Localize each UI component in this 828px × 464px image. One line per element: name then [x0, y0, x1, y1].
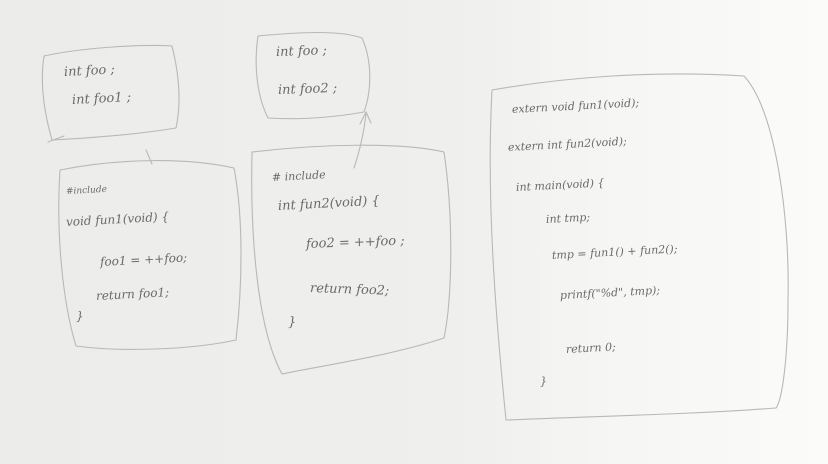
- box-b-outline: [255, 31, 371, 120]
- box-a-line-2: int foo1 ;: [71, 89, 132, 108]
- box-e-outline: [489, 73, 789, 421]
- box-c-outline: [58, 160, 242, 350]
- box-e-line-4: int tmp;: [545, 210, 591, 226]
- box-a-line-1: int foo ;: [63, 62, 116, 80]
- box-d-outline: [251, 144, 452, 375]
- box-d-line-4: }: [288, 315, 297, 330]
- box-c-line-3: return foo1;: [95, 285, 170, 303]
- box-d-line-2: foo2 = ++foo ;: [305, 233, 405, 252]
- box-b-line-2: int foo2 ;: [277, 80, 338, 98]
- box-a-outline: [41, 44, 180, 141]
- box-e-line-7: return 0;: [565, 340, 617, 356]
- box-c-line-4: }: [76, 309, 84, 323]
- box-e-line-8: }: [540, 375, 547, 388]
- box-d-line-3: return foo2;: [309, 281, 390, 299]
- include-arrow: [353, 113, 367, 169]
- box-d-include: # include: [271, 168, 326, 184]
- box-c-tick: [145, 149, 153, 165]
- include-arrow-head: [359, 111, 372, 125]
- box-b-line-1: int foo ;: [275, 43, 328, 60]
- box-a-tail: [47, 135, 65, 143]
